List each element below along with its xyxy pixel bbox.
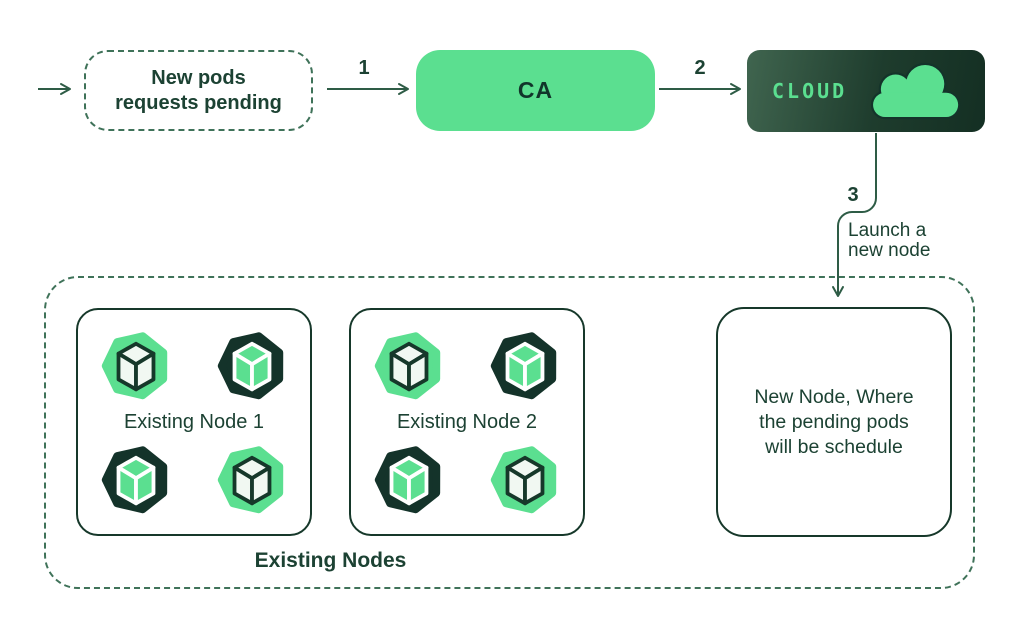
cloud-icon	[870, 62, 961, 120]
step-1-label: 1	[358, 57, 370, 79]
launch-note: Launch a new node	[848, 221, 930, 261]
pending-pods-box: New pods requests pending	[84, 50, 313, 131]
pod-row	[367, 327, 567, 403]
pending-pods-text-line1: New pods	[151, 66, 246, 89]
pod-icon	[98, 441, 174, 517]
new-node-card: New Node, Where the pending pods will be…	[716, 307, 952, 537]
pod-icon	[371, 441, 447, 517]
pod-icon	[214, 441, 290, 517]
step-3-label: 3	[847, 184, 859, 206]
existing-node-1-card: Existing Node 1	[76, 308, 312, 536]
existing-nodes-label: Existing Nodes	[254, 549, 407, 572]
pod-icon	[214, 327, 290, 403]
existing-nodes-group	[44, 276, 975, 589]
node-label: Existing Node 1	[123, 411, 265, 433]
step-2-label: 2	[694, 57, 706, 79]
cloud-box: CLOUD	[747, 50, 985, 132]
ca-box: CA	[416, 50, 655, 131]
pod-icon	[371, 327, 447, 403]
existing-node-2-card: Existing Node 2	[349, 308, 585, 536]
new-node-text-line3: will be schedule	[765, 435, 903, 458]
launch-note-line1: Launch a	[848, 220, 927, 241]
cloud-label: CLOUD	[772, 79, 848, 103]
node-label: Existing Node 2	[396, 411, 538, 433]
pod-icon	[487, 441, 563, 517]
step3-arrow	[832, 133, 877, 297]
pod-icon	[98, 327, 174, 403]
new-node-text-line2: the pending pods	[759, 410, 909, 433]
pod-row	[94, 441, 294, 517]
ca-label: CA	[517, 77, 554, 103]
new-node-text-line1: New Node, Where	[754, 385, 914, 408]
pod-row	[94, 327, 294, 403]
pod-icon	[487, 327, 563, 403]
pod-row	[367, 441, 567, 517]
launch-note-line2: new node	[848, 240, 931, 261]
pending-pods-text-line2: requests pending	[115, 91, 282, 114]
